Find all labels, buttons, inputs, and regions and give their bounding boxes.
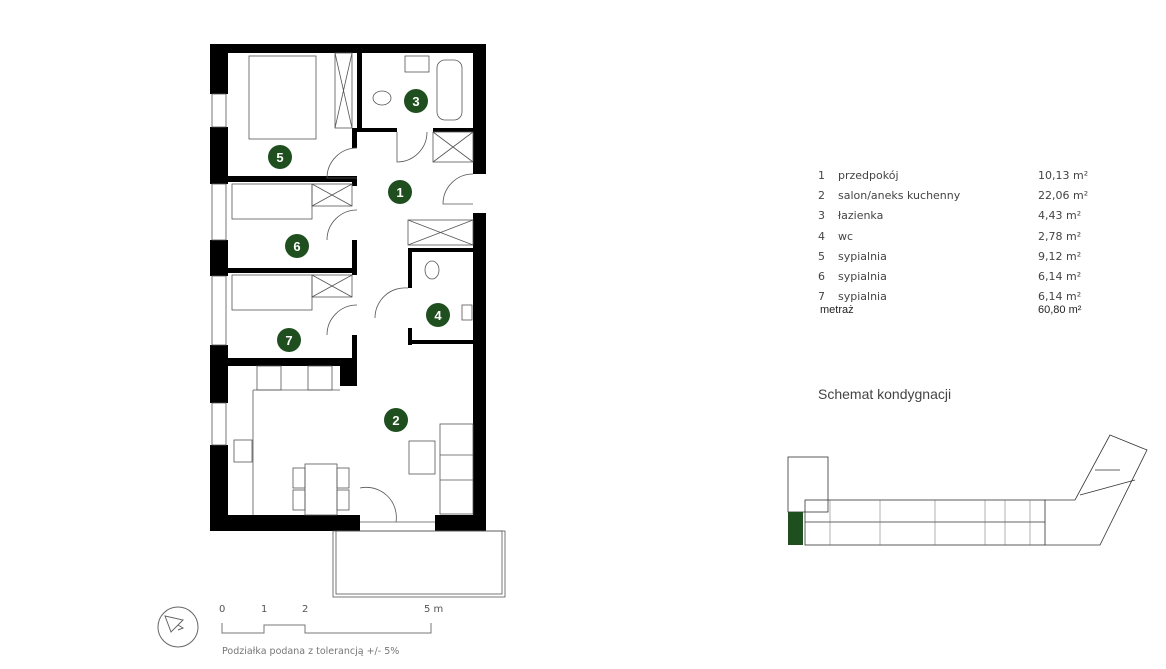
- svg-text:7: 7: [285, 333, 292, 348]
- svg-text:1: 1: [396, 185, 403, 200]
- scale-tick-5: 5 m: [424, 604, 444, 615]
- scale-tick-0: 0: [219, 604, 226, 615]
- svg-text:4: 4: [434, 308, 442, 323]
- room-marker-4: 4: [426, 303, 450, 327]
- svg-text:6: 6: [293, 239, 300, 254]
- room-markers: 1 2 3 4 5 6 7: [268, 89, 450, 432]
- furniture: [211, 52, 506, 598]
- room-marker-5: 5: [268, 145, 292, 169]
- key-plan-title: Schemat kondygnacji: [818, 386, 952, 402]
- room-marker-6: 6: [285, 234, 309, 258]
- scale-tick-1: 1: [261, 604, 268, 615]
- svg-text:3: 3: [412, 94, 419, 109]
- room-marker-7: 7: [277, 328, 301, 352]
- scale-tolerance-note: Podziałka podana z tolerancją +/- 5%: [222, 646, 400, 657]
- room-marker-2: 2: [384, 408, 408, 432]
- scale-tick-2: 2: [302, 604, 309, 615]
- room-marker-1: 1: [388, 180, 412, 204]
- apartment-highlight: [788, 512, 803, 545]
- scale-bar: [221, 623, 432, 634]
- svg-text:2: 2: [392, 413, 399, 428]
- svg-text:5: 5: [276, 150, 283, 165]
- room-marker-3: 3: [404, 89, 428, 113]
- key-plan: [787, 434, 1148, 546]
- walls: [210, 44, 486, 531]
- compass-icon: [157, 606, 199, 648]
